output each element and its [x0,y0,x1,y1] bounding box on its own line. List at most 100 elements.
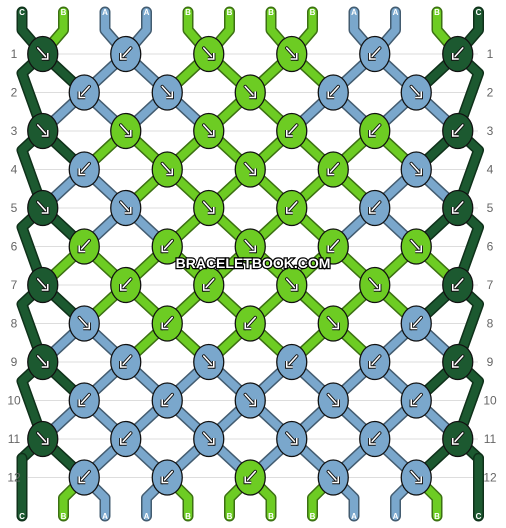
knot-arrowhead [332,322,340,330]
watermark-text: BRACELETBOOK.COM [176,255,331,271]
row-label-left: 6 [11,240,18,254]
row-label-left: 2 [11,86,18,100]
strand-label-bottom: C [476,512,482,521]
knot-arrowhead [124,130,132,137]
knot-arrowhead [285,207,293,214]
knot-arrowhead [78,245,86,253]
knot-arrowhead [327,168,335,176]
row-label-left: 9 [11,355,18,369]
knot-arrowhead [410,322,418,330]
row-label-right: 1 [487,47,494,61]
strand-label-bottom: B [268,512,274,521]
knot-arrowhead [119,438,127,445]
knot-arrowhead [285,130,293,137]
row-label-right: 10 [483,394,497,408]
knot-arrowhead [332,476,340,484]
knot-arrowhead [415,476,423,484]
strand-label-bottom: B [227,512,233,521]
knot-arrowhead [41,438,49,445]
strand-label-bottom: A [351,512,357,521]
knot-arrowhead [166,168,174,176]
strand-label-top: B [310,8,316,17]
knot-arrowhead [244,322,252,330]
knot-arrowhead [41,53,49,60]
knot-arrowhead [41,284,49,291]
strand-label-bottom: A [102,512,108,521]
knot-arrowhead [290,438,298,445]
knot-arrowhead [290,284,298,291]
knot-arrowhead [83,322,91,330]
row-label-left: 11 [8,432,21,446]
knot-arrowhead [207,53,215,60]
knot-arrowhead [207,207,215,214]
row-label-right: 9 [487,355,494,369]
knot-arrowhead [249,168,257,176]
knot-arrowhead [451,53,459,60]
knot-arrowhead [327,91,335,99]
strand-label-top: A [393,8,399,17]
knot-arrowhead [161,476,169,484]
knot-arrowhead [166,91,174,99]
strand-label-bottom: B [61,512,67,521]
row-label-right: 4 [487,163,494,177]
row-label-left: 8 [11,317,18,331]
knot-arrowhead [415,168,423,176]
knot-arrowhead [249,91,257,99]
knot-arrowhead [285,361,293,368]
knot-arrowhead [41,207,49,214]
knot-arrowhead [249,399,257,407]
strand-label-top: B [434,8,440,17]
knot-arrowhead [368,53,376,60]
knot-arrowhead [451,284,459,291]
knot-arrowhead [207,361,215,368]
knot-arrowhead [161,399,169,407]
strand-label-top: B [185,8,191,17]
strand-label-bottom: A [393,512,399,521]
knot-arrowhead [451,438,459,445]
row-label-left: 3 [11,124,18,138]
knot-arrowhead [41,361,49,368]
knot-arrowhead [415,91,423,99]
knot-arrowhead [290,53,298,60]
knot-arrowhead [161,245,169,253]
row-label-right: 3 [487,124,494,138]
knot-arrowhead [368,130,376,137]
strand-label-bottom: B [310,512,316,521]
row-label-left: 1 [11,47,18,61]
knot-arrowhead [332,399,340,407]
knot-arrowhead [207,438,215,445]
knot-arrowhead [373,284,381,291]
strand-label-top: B [227,8,233,17]
strand-label-bottom: B [434,512,440,521]
strand-label-bottom: C [19,512,25,521]
knot-arrowhead [119,361,127,368]
strand-label-bottom: A [144,512,150,521]
strand-label-top: A [351,8,357,17]
knot-arrowhead [78,476,86,484]
knot-arrowhead [41,130,49,137]
knot-arrowhead [451,130,459,137]
knot-arrowhead [119,53,127,60]
knot-arrowhead [410,399,418,407]
strand-label-bottom: B [185,512,191,521]
knot-arrowhead [451,207,459,214]
knot-arrowhead [207,130,215,137]
row-label-left: 4 [11,163,18,177]
knot-arrowhead [202,284,210,291]
row-label-right: 7 [487,278,494,292]
strand-label-top: A [144,8,150,17]
strand-label-top: A [102,8,108,17]
knot-arrowhead [244,476,252,484]
knot-grid [27,35,474,496]
row-label-left: 7 [11,278,18,292]
strand-label-top: B [61,8,67,17]
knot-arrowhead [78,91,86,99]
knot-arrowhead [78,168,86,176]
row-label-left: 10 [7,394,21,408]
knot-arrowhead [327,245,335,253]
knot-arrowhead [415,245,423,253]
row-label-right: 12 [483,471,497,485]
